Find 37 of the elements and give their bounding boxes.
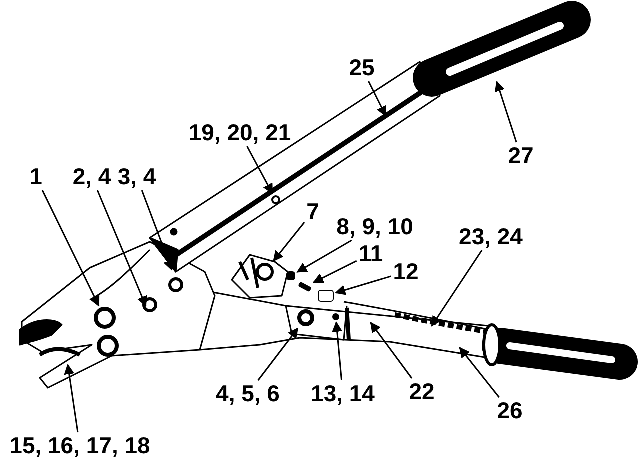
leader-line bbox=[335, 276, 392, 296]
leader-line bbox=[258, 328, 299, 381]
callout-number: 1 bbox=[30, 166, 42, 188]
leader-line bbox=[368, 81, 387, 117]
leader-line bbox=[296, 240, 352, 273]
leader-line bbox=[459, 347, 500, 398]
leader-line bbox=[332, 321, 343, 381]
sleeve-part bbox=[318, 290, 334, 302]
callout-number: 3, 4 bbox=[118, 166, 156, 188]
leader-line bbox=[370, 322, 413, 379]
leader-line bbox=[64, 364, 79, 433]
leader-line bbox=[494, 81, 518, 143]
leader-line bbox=[312, 260, 358, 284]
callout-number: 12 bbox=[393, 260, 419, 284]
leader-line bbox=[42, 190, 100, 307]
callout-number: 27 bbox=[508, 144, 534, 168]
callout-number: 26 bbox=[497, 400, 523, 422]
callout-number: 4, 5, 6 bbox=[216, 382, 280, 406]
callout-number: 19, 20, 21 bbox=[188, 122, 292, 144]
pin-head bbox=[332, 314, 340, 320]
leader-line bbox=[141, 190, 174, 271]
rod-part bbox=[298, 282, 312, 292]
pin-head bbox=[298, 310, 314, 326]
callout-number: 8, 9, 10 bbox=[336, 216, 414, 238]
leader-line bbox=[246, 146, 274, 194]
callout-number: 23, 24 bbox=[459, 226, 523, 248]
callout-number: 7 bbox=[306, 200, 320, 224]
sleeve-part bbox=[286, 272, 296, 280]
callout-number: 13, 14 bbox=[311, 382, 375, 406]
callout-number: 15, 16, 17, 18 bbox=[10, 434, 150, 458]
leader-line bbox=[431, 250, 483, 327]
callout-number: 25 bbox=[349, 56, 375, 80]
leader-line bbox=[273, 222, 306, 262]
leader-line bbox=[96, 190, 148, 307]
callout-number: 22 bbox=[409, 380, 435, 404]
callout-number: 11 bbox=[358, 242, 384, 266]
callout-number: 2, 4 bbox=[72, 166, 112, 188]
